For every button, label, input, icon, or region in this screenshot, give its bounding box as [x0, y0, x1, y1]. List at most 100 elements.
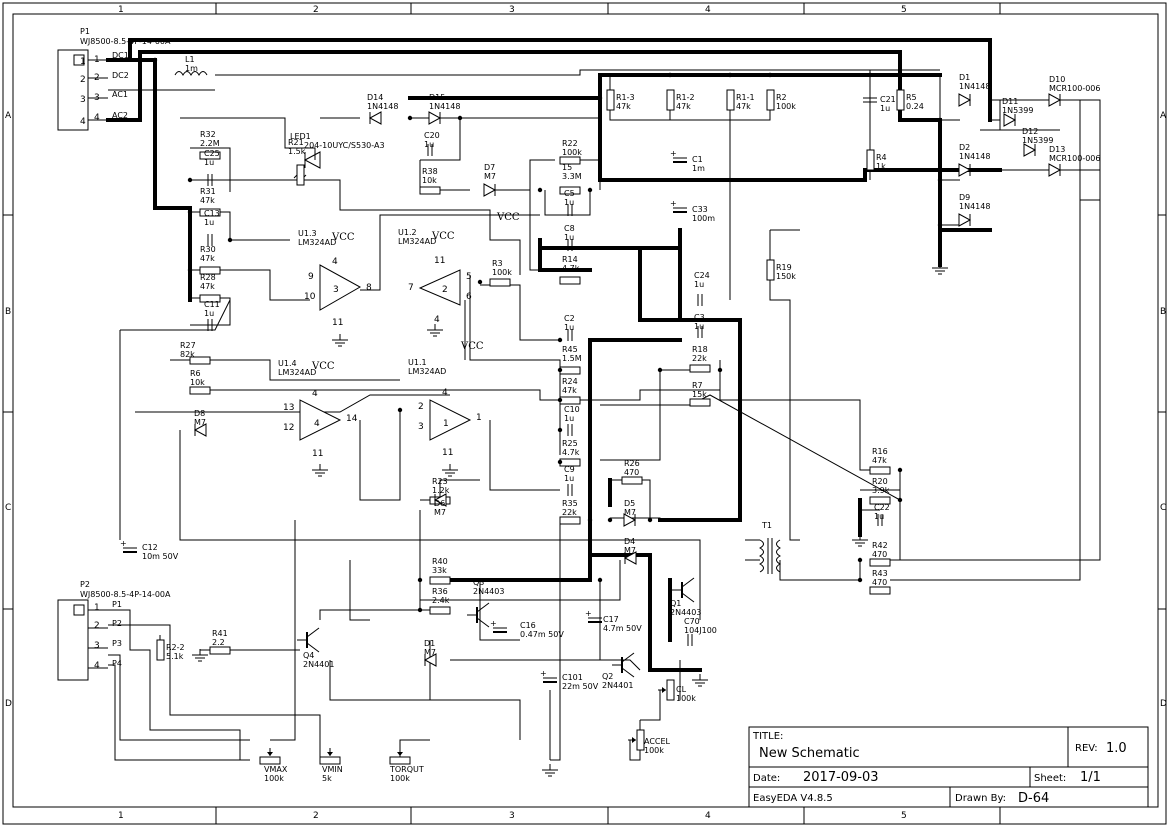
col-label: 2 — [313, 5, 319, 15]
row-label: D — [5, 699, 12, 709]
pot-ref: VMAX — [264, 765, 288, 774]
diode-ref: D2 — [959, 143, 970, 152]
capacitor-ref: C8 — [564, 224, 575, 233]
u11-pin: 11 — [442, 448, 453, 458]
row-label: A — [5, 111, 12, 121]
col-label: 3 — [509, 811, 515, 821]
title-block: TITLE: New Schematic REV: 1.0 Date: 2017… — [748, 726, 1149, 808]
l1-ref: L1 — [185, 55, 195, 64]
transistor-part: 2N4401 — [602, 681, 633, 690]
capacitor-ref: C16 — [520, 621, 536, 630]
resistor-ref: R35 — [562, 499, 578, 508]
junction-dot — [477, 279, 483, 285]
ground-symbol — [692, 674, 708, 687]
resistor-value: 0.24 — [906, 102, 924, 111]
junction-dot — [767, 72, 773, 78]
junction-dot — [557, 427, 563, 433]
junction-dot — [417, 607, 423, 613]
diode-ref: D8 — [194, 409, 205, 418]
p2-part: WJ8500-8.5-4P-14-00A — [80, 590, 171, 599]
u12-ref: U1.2 — [398, 228, 417, 237]
resistor-ref: R18 — [692, 345, 708, 354]
diode-value: 1N4148 — [959, 82, 990, 91]
resistor-value: 10k — [422, 176, 437, 185]
capacitor-ref: C20 — [424, 131, 440, 140]
resistor: R50.24 — [896, 89, 924, 111]
date-label: Date: — [753, 773, 780, 784]
diode-ref: D9 — [959, 193, 970, 202]
resistor-value: 22k — [562, 508, 577, 517]
net-label: P2 — [112, 619, 122, 628]
u11-ref: U1.1 — [408, 358, 427, 367]
resistor-ref: R28 — [200, 273, 216, 282]
diode-value: M7 — [194, 418, 206, 427]
u12-part: LM324AD — [398, 237, 436, 246]
power-traces — [106, 38, 1002, 672]
u14-part: LM324AD — [278, 368, 316, 377]
resistor-value: 5.1k — [166, 652, 184, 661]
u13-pin: 10 — [304, 292, 316, 302]
resistor-ref: R38 — [422, 167, 438, 176]
resistor-value: 100k — [562, 148, 582, 157]
ground-symbol — [852, 534, 868, 547]
junction-dot — [417, 577, 423, 583]
junction-dot — [717, 367, 723, 373]
junction-dot — [457, 115, 463, 121]
junction-dot — [657, 367, 663, 373]
net-label: P4 — [112, 659, 122, 668]
u13-pin: 8 — [366, 283, 372, 293]
opamp-u14: U1.4 LM324AD 4 13 12 14 4 11 — [278, 359, 358, 459]
col-label: 5 — [901, 811, 907, 821]
connector-p2: P2 WJ8500-8.5-4P-14-00A 1 2 3 4 P1 P2 P3… — [57, 580, 171, 681]
col-label: 2 — [313, 811, 319, 821]
resistor-value: 470 — [872, 578, 887, 587]
diode-value: M7 — [624, 546, 636, 555]
diode-value: 1N5399 — [1022, 136, 1053, 145]
resistor-value: 100k — [492, 268, 512, 277]
row-label: D — [1160, 699, 1167, 709]
capacitor-ref: C3 — [694, 313, 705, 322]
u12-pin: 5 — [466, 272, 472, 282]
u13-ref: U1.3 — [298, 229, 317, 238]
capacitor-ref: C21 — [880, 95, 896, 104]
p1-pin: 4 — [80, 117, 86, 127]
resistor-value: 47k — [200, 282, 215, 291]
t1-ref: T1 — [761, 521, 772, 530]
p2-ref: P2 — [80, 580, 90, 589]
u11-part: LM324AD — [408, 367, 446, 376]
resistor-value: 47k — [616, 102, 631, 111]
p2-pin: 3 — [94, 641, 100, 651]
junction-dot — [857, 557, 863, 563]
ground-symbol — [192, 649, 208, 662]
capacitor-value: 1u — [564, 474, 574, 483]
polarity-mark: + — [670, 199, 677, 208]
capacitor-value: 1u — [204, 309, 214, 318]
ground-symbol — [932, 262, 948, 275]
capacitor-ref: C70 — [684, 617, 700, 626]
resistor-ref: R6 — [190, 369, 201, 378]
net-label: DC2 — [112, 71, 129, 80]
resistor-ref: R45 — [562, 345, 578, 354]
diode-value: 1N4148 — [367, 102, 398, 111]
diode-value: 1N5399 — [1002, 106, 1033, 115]
capacitor-value: 0.47m 50V — [520, 630, 564, 639]
signal-wires — [108, 69, 1101, 761]
resistor-ref: 15 — [562, 163, 572, 172]
capacitor-value: 1u — [874, 512, 884, 521]
